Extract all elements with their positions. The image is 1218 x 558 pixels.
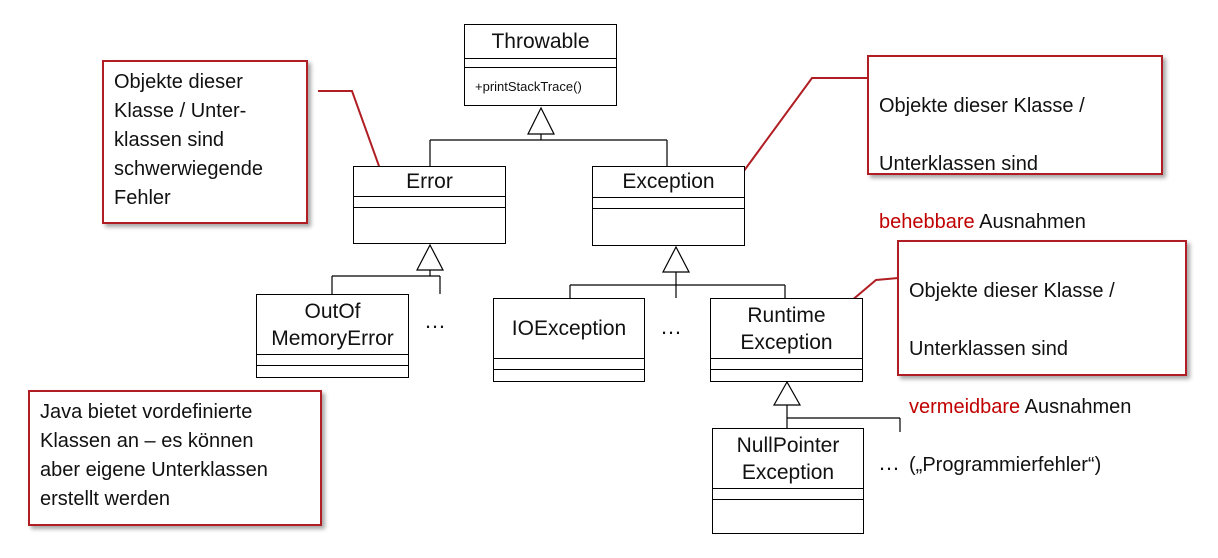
note-exception: Objekte dieser Klasse / Unterklassen sin… — [867, 55, 1163, 233]
class-name: IOException — [494, 299, 644, 359]
inheritance-arrow-throwable — [527, 106, 555, 135]
class-attributes — [711, 359, 862, 370]
class-name-line1: NullPointer — [736, 433, 840, 457]
class-name-line2: MemoryError — [271, 326, 394, 350]
highlight-behebbare: behebbare — [879, 211, 975, 233]
class-operation: +printStackTrace() — [475, 79, 582, 94]
note-line: Objekte dieser Klasse / — [909, 280, 1115, 302]
class-throwable: Throwable +printStackTrace() — [464, 24, 617, 106]
class-name: Runtime Exception — [711, 299, 862, 359]
class-name-line1: Runtime — [747, 303, 826, 327]
class-name-line1: OutOf — [304, 299, 361, 323]
class-error: Error — [353, 166, 506, 244]
class-name: Error — [354, 167, 505, 197]
note-line: („Programmierfehler“) — [909, 454, 1102, 476]
class-runtimeexception: Runtime Exception — [710, 298, 863, 382]
class-operations — [713, 500, 863, 533]
note-runtimeexception: Objekte dieser Klasse / Unterklassen sin… — [897, 240, 1187, 476]
class-name: OutOf MemoryError — [257, 295, 408, 355]
note-line-rest: Ausnahmen — [1020, 396, 1132, 418]
note-line: Unterklassen sind — [909, 338, 1068, 360]
note-line: behebbare Ausnahmen — [879, 208, 1151, 237]
inheritance-arrow-runtime — [772, 380, 802, 406]
class-name-line2: Exception — [741, 460, 835, 484]
note-line: Objekte dieser Klasse / — [879, 95, 1085, 117]
ellipsis-runtime-subclasses: … — [878, 450, 901, 475]
ellipsis-exception-subclasses: … — [660, 314, 683, 339]
class-ioexception: IOException — [493, 298, 645, 382]
class-attributes — [494, 359, 644, 370]
inheritance-arrow-error — [416, 243, 444, 271]
note-line: Unterklassen sind — [879, 153, 1038, 175]
class-operations — [257, 366, 408, 377]
class-attributes — [593, 198, 744, 209]
note-java: Java bietet vordefinierte Klassen an – e… — [28, 390, 322, 526]
note-connector-error — [318, 90, 385, 181]
class-operations — [593, 209, 744, 245]
note-connector-exception — [737, 77, 868, 180]
class-operations — [711, 370, 862, 381]
class-name: NullPointer Exception — [713, 429, 863, 489]
note-line-rest: Ausnahmen — [974, 211, 1086, 233]
class-name-line2: Exception — [740, 330, 833, 354]
inheritance-arrow-exception — [662, 245, 690, 273]
class-attributes — [257, 355, 408, 366]
class-exception: Exception — [592, 166, 745, 246]
class-operations — [354, 208, 505, 243]
ellipsis-error-subclasses: … — [424, 308, 447, 333]
highlight-vermeidbare: vermeidbare — [909, 396, 1021, 418]
class-name: Throwable — [465, 25, 616, 59]
class-operations — [494, 370, 644, 381]
class-outofmemoryerror: OutOf MemoryError — [256, 294, 409, 378]
class-attributes — [713, 489, 863, 500]
class-attributes — [354, 197, 505, 208]
class-nullpointerexception: NullPointer Exception — [712, 428, 864, 534]
class-attributes — [465, 59, 616, 68]
note-line: vermeidbare Ausnahmen — [909, 393, 1175, 422]
note-error: Objekte dieser Klasse / Unter- klassen s… — [102, 60, 308, 224]
class-name: Exception — [593, 167, 744, 198]
